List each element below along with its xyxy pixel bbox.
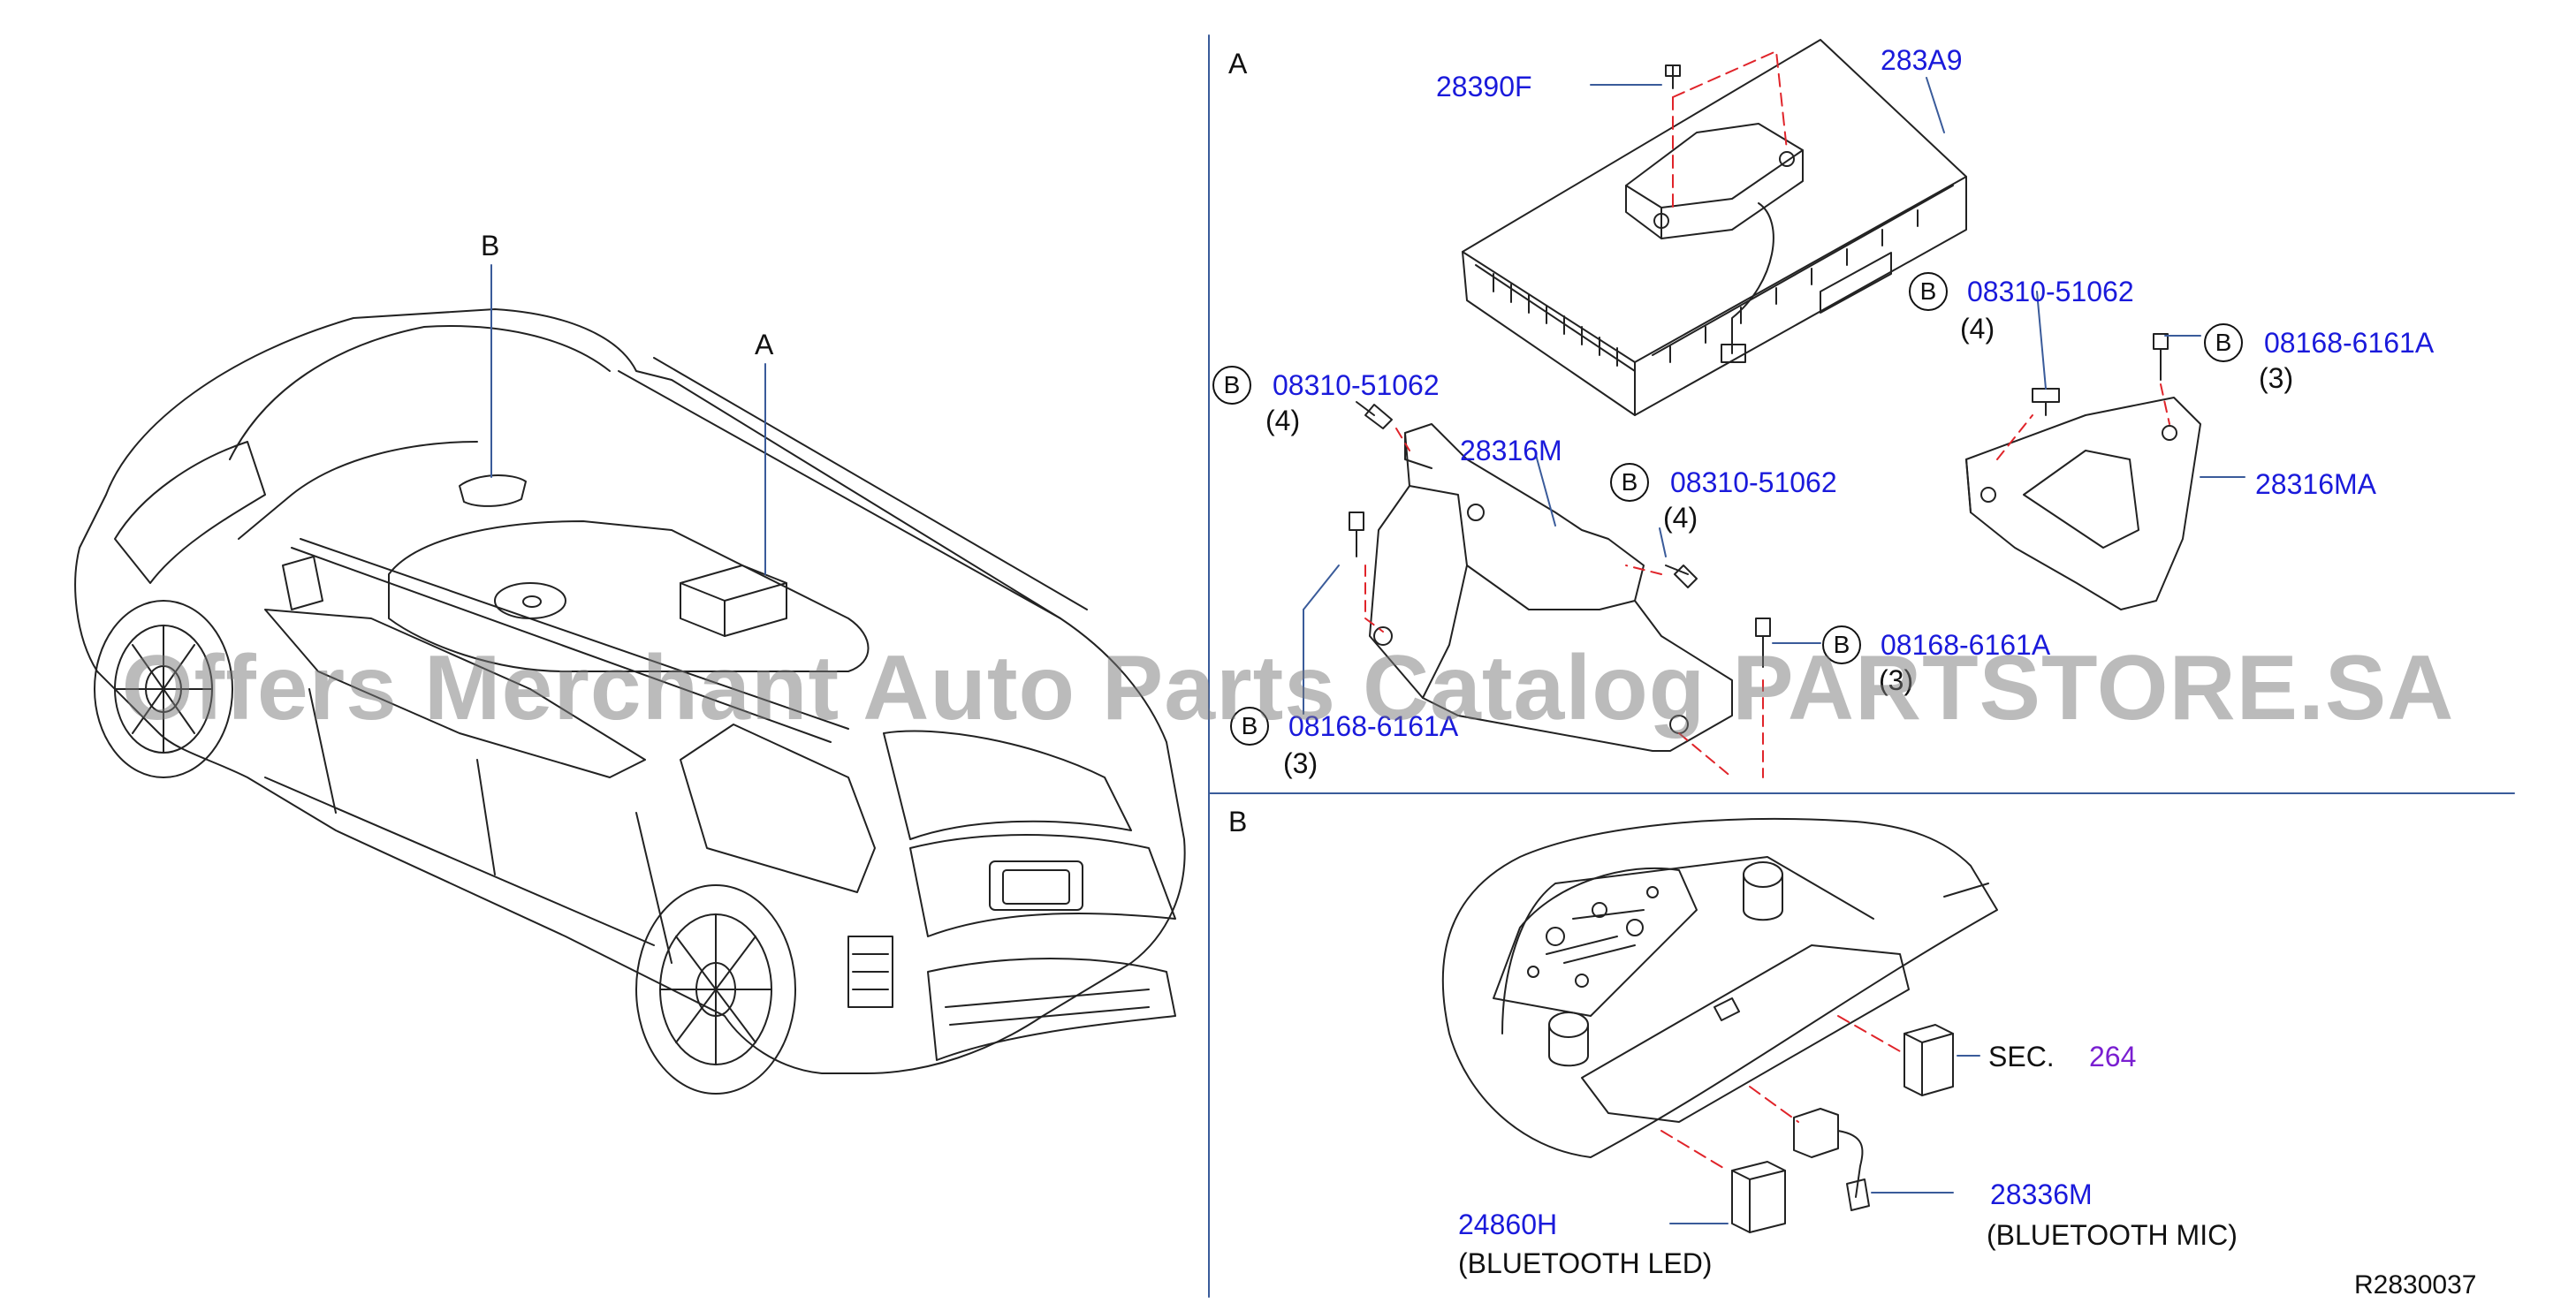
- section-a-title: A: [1228, 48, 1248, 80]
- part-08310-51062-c[interactable]: 08310-51062: [1967, 276, 2134, 307]
- part-28336M[interactable]: 28336M: [1990, 1178, 2093, 1210]
- qty-b6: (3): [1879, 664, 1914, 696]
- part-08310-51062-a[interactable]: 08310-51062: [1273, 369, 1440, 401]
- car-label-a: A: [755, 329, 774, 360]
- section-b-drawing: [1443, 819, 1997, 1232]
- car-label-b: B: [481, 230, 500, 261]
- part-24860H-desc: (BLUETOOTH LED): [1458, 1247, 1713, 1279]
- part-08310-51062-b[interactable]: 08310-51062: [1670, 466, 1837, 498]
- b-circle-1: B: [1212, 366, 1251, 405]
- part-28316M[interactable]: 28316M: [1460, 435, 1562, 466]
- qty-b1: (4): [1265, 405, 1301, 436]
- part-28390F[interactable]: 28390F: [1436, 71, 1532, 102]
- part-24860H[interactable]: 24860H: [1458, 1209, 1558, 1240]
- b-circle-4: B: [2204, 323, 2243, 362]
- part-08168-6161A-c[interactable]: 08168-6161A: [1288, 710, 1459, 742]
- b-circle-6: B: [1230, 707, 1269, 746]
- qty-b3: (4): [1663, 502, 1698, 534]
- qty-b2: (3): [1283, 747, 1318, 779]
- b-circle-5: B: [1822, 625, 1861, 664]
- diagram-reference: R2830037: [2354, 1270, 2477, 1300]
- b-circle-3: B: [1909, 272, 1948, 311]
- qty-b5: (3): [2259, 362, 2294, 394]
- vehicle-drawing: [75, 265, 1184, 1094]
- part-08168-6161A-a[interactable]: 08168-6161A: [2264, 327, 2435, 359]
- section-b-title: B: [1228, 806, 1248, 837]
- sec-prefix: SEC.: [1988, 1041, 2055, 1072]
- qty-b4: (4): [1960, 313, 1995, 345]
- part-283A9[interactable]: 283A9: [1881, 44, 1963, 76]
- watermark: Offers Merchant Auto Parts Catalog PARTS…: [121, 637, 2455, 739]
- sec-264-link[interactable]: 264: [2089, 1041, 2137, 1072]
- part-28316MA[interactable]: 28316MA: [2255, 468, 2376, 500]
- part-08168-6161A-b[interactable]: 08168-6161A: [1881, 629, 2051, 661]
- section-a-drawing: [1303, 40, 2245, 777]
- b-circle-2: B: [1610, 463, 1649, 502]
- part-28336M-desc: (BLUETOOTH MIC): [1987, 1219, 2238, 1251]
